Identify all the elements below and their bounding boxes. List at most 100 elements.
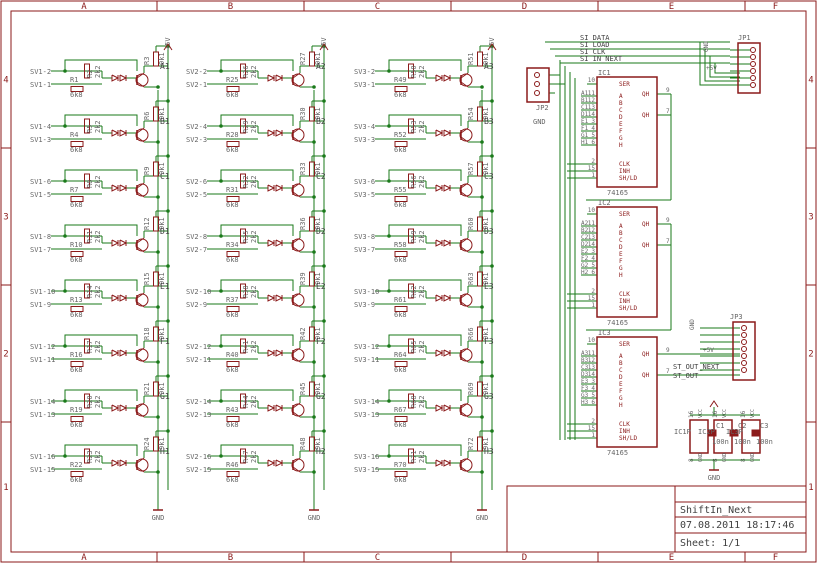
loop-wire — [220, 444, 294, 456]
resistor-symbol — [477, 381, 483, 397]
resistor-value: 9k1 — [482, 272, 490, 285]
resistor-symbol — [70, 361, 84, 367]
transistor-symbol — [135, 403, 149, 417]
ic-pin-name: SH/LD — [619, 305, 637, 312]
input-pin-label: SV1-10 — [30, 288, 55, 296]
resistor-value: 2k2 — [418, 285, 426, 298]
loop-wire — [220, 114, 294, 126]
resistor-symbol — [70, 471, 84, 477]
junction-dot — [219, 399, 223, 403]
ic-pin-name: B — [619, 100, 623, 107]
transistor-emitter — [136, 301, 145, 308]
ic-pin-name: QH — [642, 242, 650, 249]
resistor-symbol — [477, 51, 483, 67]
ic-input-net: F2 — [581, 255, 589, 262]
resistor-value: 6k8 — [226, 91, 239, 99]
ic-pin-name: F — [619, 128, 623, 135]
input-pin-label: SV3-13 — [354, 411, 379, 419]
input-pin-label: SV2-4 — [186, 123, 207, 131]
junction-dot — [387, 399, 391, 403]
junction-dot — [387, 234, 391, 238]
ic-power-box — [689, 419, 709, 454]
output-net-label: E3 — [484, 282, 494, 291]
resistor-ref: R68 — [410, 395, 418, 408]
resistor-ref: R51 — [467, 52, 475, 65]
resistor-ref: R66 — [467, 327, 475, 340]
junction-dot — [166, 154, 170, 158]
ic-pin-name: INH — [619, 168, 630, 175]
diode-symbol — [119, 294, 128, 302]
input-pin-label: SV3-6 — [354, 178, 375, 186]
output-net-label: G1 — [160, 392, 170, 401]
jp1-pin — [750, 54, 756, 60]
input-pin-label: SV3-8 — [354, 233, 375, 241]
resistor-symbol — [394, 361, 408, 367]
transistor-collector — [460, 72, 469, 79]
resistor-symbol — [153, 381, 159, 397]
resistor-value: 2k2 — [418, 65, 426, 78]
resistor-ref: R13 — [70, 296, 83, 304]
resistor-value: 9k1 — [482, 162, 490, 175]
ic-input-net: A1 — [581, 90, 589, 97]
resistor-value: 6k8 — [70, 421, 83, 429]
resistor-ref: R54 — [467, 107, 475, 120]
junction-dot — [156, 195, 160, 199]
input-pin-label: SV1-8 — [30, 233, 51, 241]
resistor-value: 9k1 — [158, 217, 166, 230]
resistor-symbol — [84, 283, 90, 299]
resistor-ref: R43 — [226, 406, 239, 414]
input-pin-label: SV2-15 — [186, 466, 211, 474]
resistor-ref: R44 — [242, 395, 250, 408]
transistor-collector — [136, 457, 145, 464]
resistor-symbol — [153, 161, 159, 177]
resistor-symbol — [84, 63, 90, 79]
capacitor-symbol — [707, 429, 717, 437]
diode-symbol — [435, 349, 444, 357]
transistor-emitter — [292, 411, 301, 418]
loop-wire — [64, 59, 138, 71]
resistor-ref: R55 — [394, 186, 407, 194]
vcc-label: +5V — [703, 347, 714, 354]
ic-pin-number: 13 — [588, 234, 596, 241]
loop-wire — [220, 169, 294, 181]
junction-dot — [156, 140, 160, 144]
resistor-symbol — [309, 436, 315, 452]
title-block-datetime: 07.08.2011 18:17:46 — [680, 520, 794, 531]
pin-name: GND — [698, 453, 704, 462]
transistor-collector — [136, 237, 145, 244]
output-net-label: F2 — [316, 337, 326, 346]
frame-row-label: 1 — [3, 483, 8, 493]
transistor-emitter — [292, 466, 301, 473]
output-net-label: B1 — [160, 117, 170, 126]
resistor-ref: R63 — [467, 272, 475, 285]
ic-input-net: B3 — [581, 357, 589, 364]
junction-dot — [156, 360, 160, 364]
loop-wire — [388, 169, 462, 181]
ic-pin-number: 1 — [591, 172, 595, 179]
pin-number: 8 — [740, 458, 747, 462]
diode-symbol — [267, 129, 276, 137]
transistor-emitter — [292, 301, 301, 308]
resistor-ref: R46 — [226, 461, 239, 469]
resistor-value: 6k8 — [394, 91, 407, 99]
ic-pin-name: A — [619, 93, 623, 100]
resistor-symbol — [153, 216, 159, 232]
transistor-collector — [460, 292, 469, 299]
ic-pin-number: 7 — [666, 368, 670, 375]
resistor-symbol — [408, 63, 414, 79]
resistor-ref: R34 — [226, 241, 239, 249]
diode-symbol — [275, 404, 284, 412]
junction-dot — [63, 179, 67, 183]
input-pin-label: SV2-7 — [186, 246, 207, 254]
transistor-collector — [460, 347, 469, 354]
resistor-symbol — [226, 416, 240, 422]
junction-dot — [490, 99, 494, 103]
transistor-symbol — [135, 348, 149, 362]
resistor-ref: R45 — [299, 382, 307, 395]
ic-pin-name: G — [619, 265, 623, 272]
diode-symbol — [111, 129, 120, 137]
jp1-header — [737, 42, 761, 94]
transistor-emitter — [292, 136, 301, 143]
frame-col-label: D — [522, 553, 527, 563]
junction-dot — [63, 234, 67, 238]
